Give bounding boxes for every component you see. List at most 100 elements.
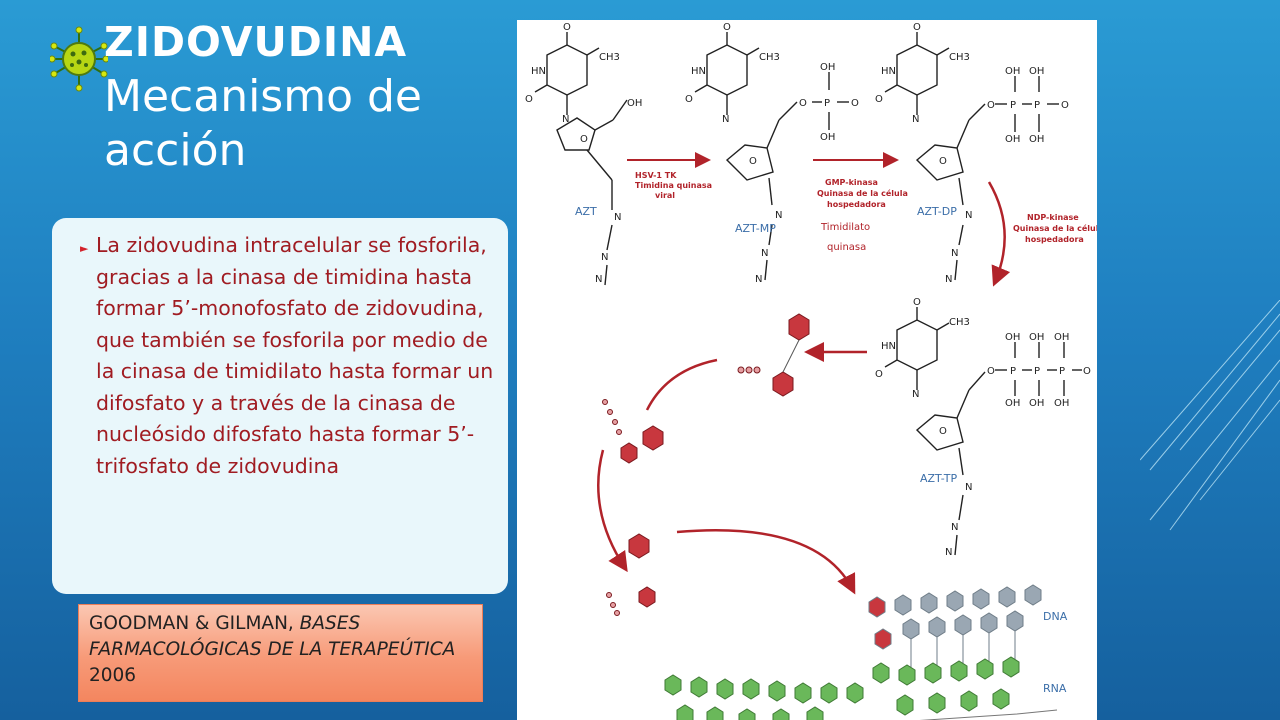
enzyme-1-line-2: Timidina quinasa (635, 181, 712, 190)
chem-n: N (614, 212, 621, 223)
chem-n: N (965, 482, 972, 493)
chem-hn: HN (531, 66, 546, 77)
chem-o: O (525, 94, 533, 105)
enzyme-2-line-3: hospedadora (827, 200, 886, 209)
chem-o: O (799, 98, 807, 109)
nucleotide-middle (602, 399, 664, 464)
molecule-azt-mp (694, 32, 849, 281)
chem-oh: OH (627, 98, 642, 109)
enzyme-2-line-1: GMP-kinasa (825, 178, 878, 187)
chem-n-minus: N (595, 274, 602, 285)
bullet-icon: ► (80, 242, 89, 255)
label-quinasa: quinasa (827, 242, 866, 253)
enzyme-3-line-2: Quinasa de la célula (1013, 223, 1097, 233)
label-azt-dp: AZT-DP (917, 205, 957, 218)
chem-o: O (913, 22, 921, 33)
chem-n: N (722, 114, 729, 125)
molecule-azt-tp (884, 307, 1082, 556)
chem-oh: OH (1005, 398, 1020, 409)
chem-oh: OH (1029, 134, 1044, 145)
chem-p: P (1034, 366, 1040, 377)
virus-icon (50, 26, 108, 92)
chem-o: O (875, 94, 883, 105)
chem-n-plus: N (601, 252, 608, 263)
reference-box: GOODMAN & GILMAN, BASES FARMACOLÓGICAS D… (78, 604, 483, 702)
mechanism-svg: O HN O CH3 N O OH N N N AZT HSV-1 TK Tim… (525, 22, 1097, 720)
chem-n-minus: N (755, 274, 762, 285)
dna-strand (868, 584, 1042, 670)
chem-o: O (723, 22, 731, 33)
chem-oh: OH (1029, 332, 1044, 343)
chem-oh: OH (1054, 398, 1069, 409)
arrow-step-3 (987, 181, 1011, 287)
enzyme-3-line-1: NDP-kinase (1027, 213, 1079, 222)
enzyme-3-line-3: hospedadora (1025, 235, 1084, 244)
chem-ch3: CH3 (949, 317, 970, 328)
chem-ch3: CH3 (599, 52, 620, 63)
mechanism-diagram: O HN O CH3 N O OH N N N AZT HSV-1 TK Tim… (517, 20, 1097, 720)
chem-n: N (912, 389, 919, 400)
molecule-azt-dp (884, 32, 1059, 281)
chem-oh: OH (1005, 134, 1020, 145)
chem-p: P (1059, 366, 1065, 377)
body-text-box: ► La zidovudina intracelular se fosforil… (52, 218, 508, 594)
rna-strand (664, 656, 1058, 720)
reference-year: 2006 (89, 665, 137, 686)
cycle-arrow-bottom (676, 529, 856, 595)
label-dna: DNA (1043, 610, 1068, 623)
chem-n: N (912, 114, 919, 125)
enzyme-1-line-1: HSV-1 TK (635, 171, 677, 180)
chem-n-minus: N (945, 274, 952, 285)
decorative-lines (1140, 300, 1280, 531)
label-rna: RNA (1043, 682, 1067, 695)
chem-p: P (1010, 100, 1016, 111)
label-azt-tp: AZT-TP (920, 472, 957, 485)
enzyme-2-line-2: Quinasa de la célula (817, 188, 908, 198)
nucleotide-bottom (606, 533, 656, 616)
chem-o: O (939, 426, 947, 437)
slide-title: ZIDOVUDINA (104, 18, 408, 66)
chem-n-minus: N (945, 547, 952, 558)
chem-o: O (749, 156, 757, 167)
chem-p: P (1034, 100, 1040, 111)
chem-ch3: CH3 (759, 52, 780, 63)
label-azt-mp: AZT-MP (735, 222, 776, 235)
reference-author: GOODMAN & GILMAN, (89, 613, 300, 634)
chem-o: O (685, 94, 693, 105)
chem-o: O (875, 369, 883, 380)
chem-oh: OH (1029, 66, 1044, 77)
chem-n: N (965, 210, 972, 221)
enzyme-1-line-3: viral (655, 191, 675, 200)
chem-p: P (824, 98, 830, 109)
cycle-arrow-top (645, 358, 718, 411)
chem-hn: HN (691, 66, 706, 77)
chem-n-plus: N (951, 522, 958, 533)
chem-ch3: CH3 (949, 52, 970, 63)
chem-oh: OH (820, 132, 835, 143)
body-text: La zidovudina intracelular se fosforila,… (96, 233, 494, 478)
reference-book: BASES FARMACOLÓGICAS DE LA TERAPEÚTICA (89, 613, 456, 660)
chem-n: N (562, 114, 569, 125)
chem-o: O (1061, 100, 1069, 111)
chem-oh: OH (1054, 332, 1069, 343)
chem-hn: HN (881, 341, 896, 352)
chem-hn: HN (881, 66, 896, 77)
slide-subtitle: Mecanismo de acción (104, 71, 422, 176)
chem-n-plus: N (761, 248, 768, 259)
chem-o: O (913, 297, 921, 308)
chem-oh: OH (820, 62, 835, 73)
chem-oh: OH (1005, 66, 1020, 77)
chem-o: O (1083, 366, 1091, 377)
chem-o: O (580, 134, 588, 145)
chem-n-plus: N (951, 248, 958, 259)
molecule-azt (534, 32, 628, 286)
chem-o: O (851, 98, 859, 109)
cycle-arrow-left (597, 449, 628, 573)
chem-o: O (939, 156, 947, 167)
label-timidilato: Timidilato (820, 222, 870, 233)
label-azt: AZT (575, 205, 597, 218)
nucleotide-top (737, 313, 810, 397)
chem-n: N (775, 210, 782, 221)
chem-oh: OH (1029, 398, 1044, 409)
chem-oh: OH (1005, 332, 1020, 343)
